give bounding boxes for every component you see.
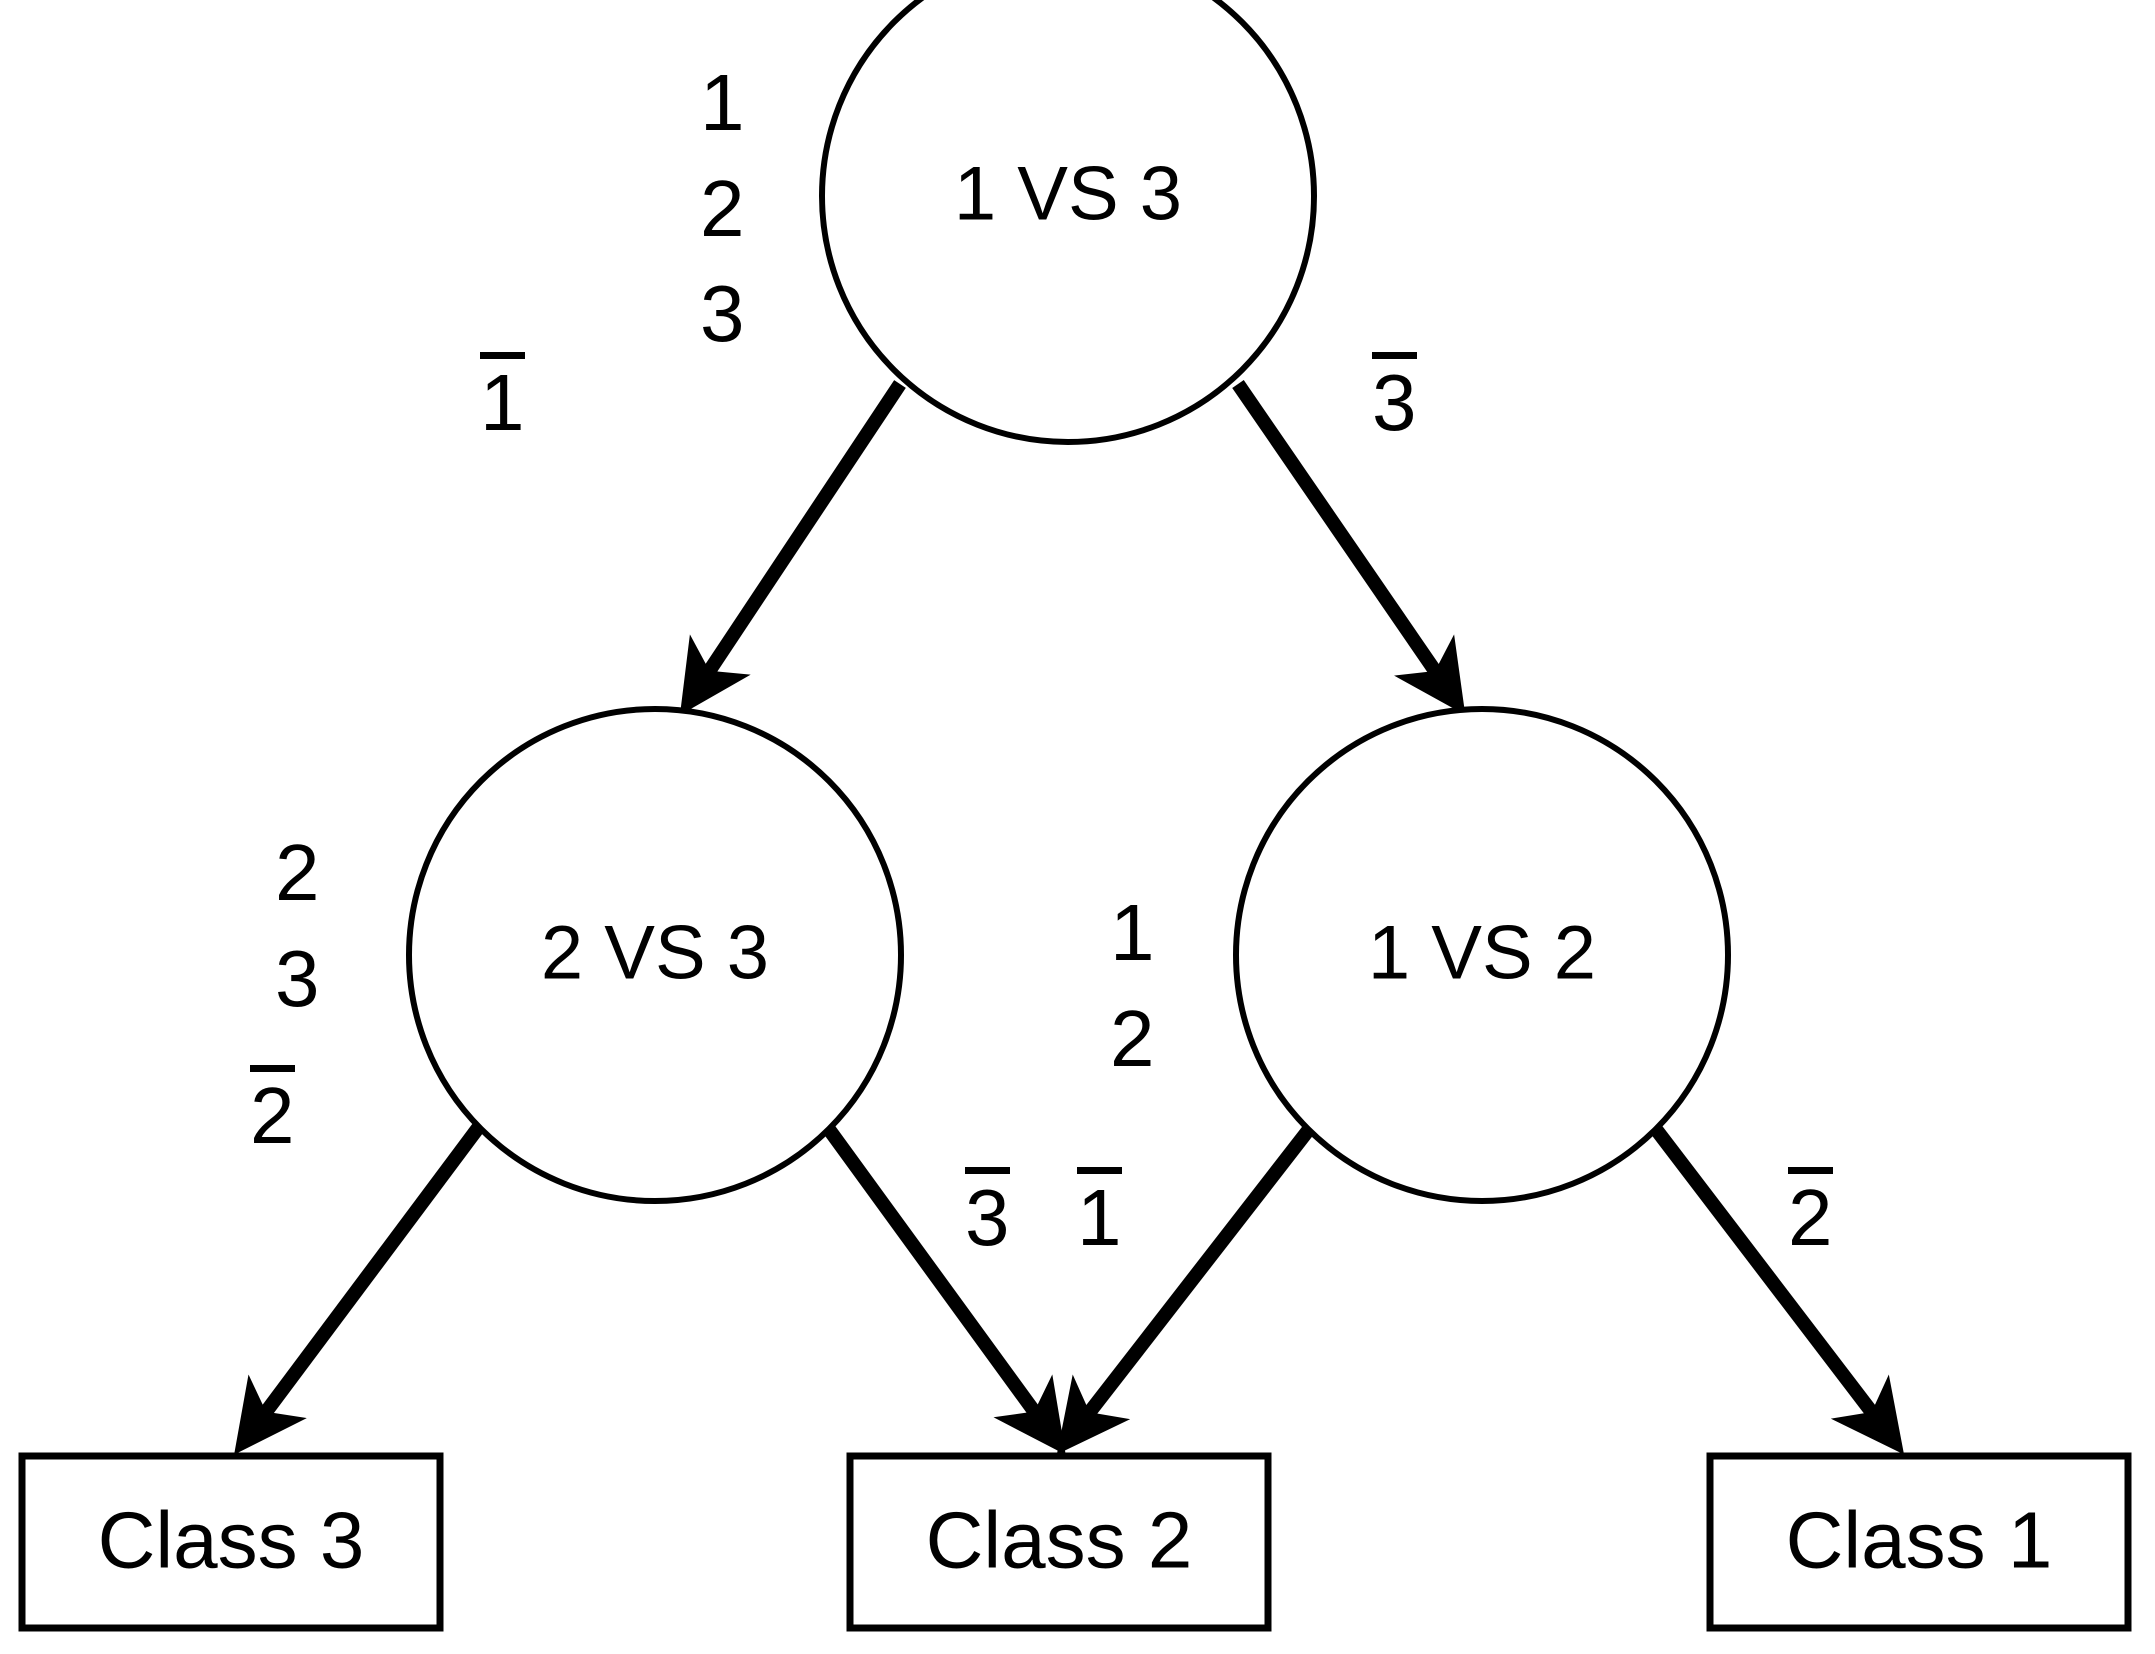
class-set-item: 2 xyxy=(275,828,320,917)
edge-label-right-class2: 1 xyxy=(1077,1167,1122,1260)
node-circle-right[interactable] xyxy=(1233,706,1731,1204)
edge-right-class1 xyxy=(1649,1123,1905,1455)
class-set-item: 1 xyxy=(1110,888,1155,977)
edge-label-left-class3: 2 xyxy=(250,1065,295,1158)
class-set-item: 1 xyxy=(700,58,745,147)
edge-label-right-class1: 2 xyxy=(1788,1167,1833,1260)
edge-label-text: 1 xyxy=(1077,1167,1122,1260)
edge-label-root-left: 1 xyxy=(480,352,525,445)
node-circle-left[interactable] xyxy=(406,706,904,1204)
edge-label-text: 2 xyxy=(250,1065,295,1158)
edge-label-text: 3 xyxy=(1372,352,1417,445)
edge-label-text: 1 xyxy=(480,352,525,445)
edge-label-text: 3 xyxy=(965,1167,1010,1260)
leaf-group xyxy=(18,1452,2132,1632)
edge-root-right xyxy=(1232,380,1466,716)
edge-label-left-class2: 3 xyxy=(965,1167,1010,1260)
leaf-box-class2[interactable] xyxy=(846,1452,1272,1632)
node-circle-root[interactable] xyxy=(819,0,1317,445)
edge-left-class3 xyxy=(234,1123,484,1455)
leaf-box-class1[interactable] xyxy=(1706,1452,2132,1632)
edge-group xyxy=(234,380,1905,1455)
edge-left-class2 xyxy=(822,1123,1066,1455)
class-set-item: 3 xyxy=(700,269,745,359)
input-class-set-root: 1 2 3 xyxy=(700,50,745,367)
edge-right-class2 xyxy=(1056,1123,1316,1455)
class-set-item: 3 xyxy=(275,933,320,1023)
node-group xyxy=(406,0,1731,1204)
class-set-item: 2 xyxy=(700,163,745,253)
edge-label-text: 2 xyxy=(1788,1167,1833,1260)
edge-label-root-right: 3 xyxy=(1372,352,1417,445)
leaf-box-class3[interactable] xyxy=(18,1452,444,1632)
class-set-item: 2 xyxy=(1110,993,1155,1083)
edge-root-left xyxy=(679,380,906,716)
